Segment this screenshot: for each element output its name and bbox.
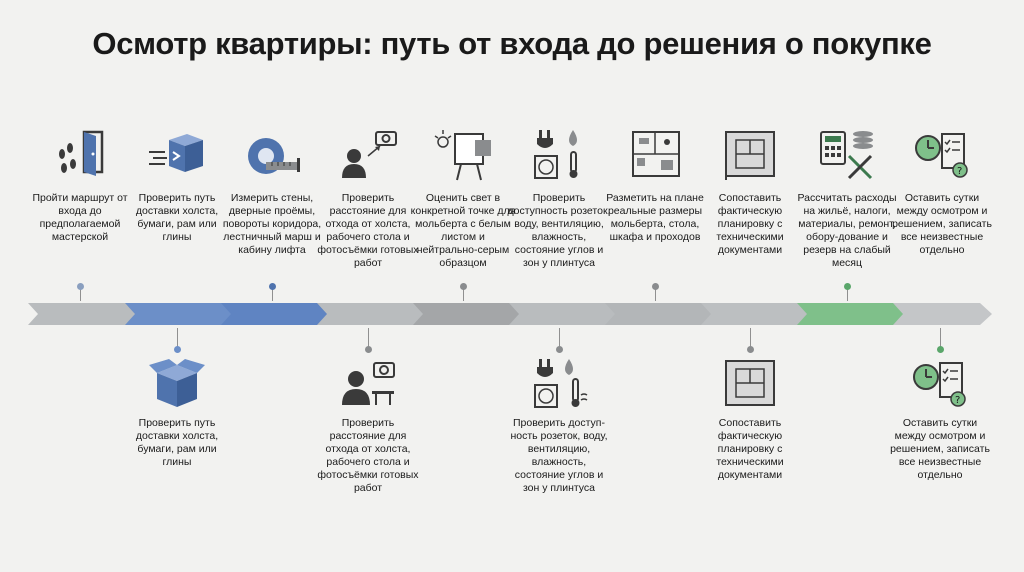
bottom-step-4-text: Сопоставить фактическую планировку с тех… [716, 417, 784, 481]
person-camera-icon [338, 126, 398, 182]
timeline-segment-6 [509, 303, 616, 325]
timeline-segment-10 [893, 303, 992, 325]
connector-dot-bottom-1 [173, 346, 181, 353]
timeline-segment-5 [413, 303, 520, 325]
top-step-3-text: Измерить стены, дверные проёмы, повороты… [222, 192, 322, 256]
bottom-step-5-text: Оставить сутки между осмотром и решением… [890, 417, 990, 481]
svg-text:?: ? [955, 395, 960, 406]
blueprint-icon [720, 126, 780, 182]
svg-text:?: ? [957, 166, 962, 177]
connector-top-3 [272, 287, 273, 301]
connector-top-5 [463, 287, 464, 301]
connector-dot-bottom-4 [746, 346, 754, 353]
top-step-9-text: Рассчитать расходы на жильё, налоги, мат… [797, 192, 897, 269]
connector-bottom-4 [750, 328, 751, 350]
top-step-2-text: Проверить путь доставки холста, бумаги, … [135, 192, 219, 243]
timeline-segment-7 [605, 303, 712, 325]
person-camera-icon [338, 355, 398, 411]
connector-bottom-2 [368, 328, 369, 350]
connector-dot-bottom-5 [936, 346, 944, 353]
timeline-segment-2 [125, 303, 232, 325]
timeline-segment-3 [221, 303, 328, 325]
easel-light-icon [433, 126, 493, 182]
top-step-8-text: Сопоставить фактическую планировку с тех… [716, 192, 784, 256]
tape-measure-icon [242, 126, 302, 182]
floor-plan-icon [625, 126, 685, 182]
connector-bottom-3 [559, 328, 560, 350]
utilities-icon [529, 126, 589, 182]
connector-top-7 [655, 287, 656, 301]
bottom-step-2-text: Проверить расстояние для отхода от холст… [317, 417, 419, 494]
connector-dot-bottom-2 [364, 346, 372, 353]
bottom-step-1-text: Проверить путь доставки холста, бумаги, … [135, 417, 219, 468]
page-title: Осмотр квартиры: путь от входа до решени… [92, 26, 932, 61]
top-step-1-text: Пройти маршрут от входа до предполагаемо… [32, 192, 128, 243]
top-step-5-text: Оценить свет в конкретной точке для моль… [410, 192, 516, 269]
timeline-segment-1 [28, 303, 136, 325]
clock-checklist-icon: ? [912, 126, 972, 182]
connector-bottom-5 [940, 328, 941, 350]
utilities-icon [529, 355, 589, 411]
top-step-6-text: Проверить доступность розеток, воду, вен… [507, 192, 611, 269]
connector-bottom-1 [177, 328, 178, 350]
connector-dot-bottom-3 [555, 346, 563, 353]
top-step-4-text: Проверить расстояние для отхода от холст… [317, 192, 419, 269]
top-step-10-text: Оставить сутки между осмотром и решением… [892, 192, 992, 256]
timeline-segment-4 [317, 303, 424, 325]
open-box-icon [147, 355, 207, 411]
connector-top-1 [80, 287, 81, 301]
delivery-box-icon [147, 126, 207, 182]
timeline-arrow-band [28, 303, 992, 325]
footsteps-door-icon [50, 126, 110, 182]
top-step-7-text: Разметить на плане реальные размеры моль… [606, 192, 704, 243]
connector-dot-top-1 [76, 283, 84, 290]
connector-dot-top-9 [843, 283, 851, 290]
connector-dot-top-3 [268, 283, 276, 290]
connector-dot-top-7 [651, 283, 659, 290]
timeline-segment-9 [797, 303, 904, 325]
connector-dot-top-5 [459, 283, 467, 290]
blueprint-icon [720, 355, 780, 411]
clock-checklist-icon: ? [910, 355, 970, 411]
connector-top-9 [847, 287, 848, 301]
calculator-tools-icon [817, 126, 877, 182]
timeline-segment-8 [701, 303, 808, 325]
bottom-step-3-text: Проверить доступ-ность розеток, воду, ве… [510, 417, 608, 494]
